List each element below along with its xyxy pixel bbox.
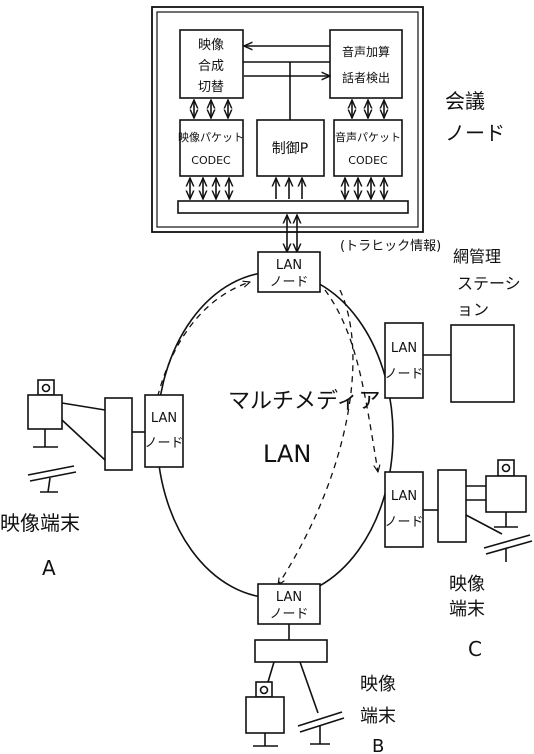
terminal-c-monitor-icon — [486, 476, 526, 512]
terminal-b-label-1: 映像 — [360, 674, 396, 695]
video-combine-text-2: 合成 — [198, 59, 224, 74]
lan-node-c-text-2: ノード — [384, 515, 423, 530]
lan-node-c-text-1: LAN — [391, 489, 417, 504]
terminal-b-monitor-icon — [246, 697, 284, 733]
terminal-a-camera-icon — [38, 380, 54, 395]
lan-node-top-text-1: LAN — [276, 258, 302, 273]
video-packet-codec-box — [180, 120, 243, 176]
video-combine-text-1: 映像 — [198, 38, 224, 53]
video-terminal-c: 映像 端末 C — [423, 460, 532, 661]
audio-add-speaker-detect-box — [330, 30, 402, 98]
terminal-c-microphone-icon — [484, 535, 530, 548]
video-packet-text: 映像パケット — [178, 131, 244, 144]
audio-add-text: 音声加算 — [342, 44, 390, 59]
lan-node-right-c: LAN ノード — [384, 472, 423, 547]
lan-node-bottom-text-2: ノード — [269, 607, 308, 622]
lan-node-left: LAN ノード — [144, 395, 183, 467]
terminal-c-label-2: 端末 — [449, 599, 485, 620]
video-combine-text-3: 切替 — [198, 80, 224, 95]
audio-codec-text: CODEC — [348, 154, 388, 167]
control-processor-text: 制御P — [272, 141, 308, 157]
video-codec-text: CODEC — [191, 154, 231, 167]
nms-label-2: ステーシ — [457, 274, 521, 293]
lan-node-left-text-2: ノード — [144, 436, 183, 451]
audio-packet-text: 音声パケット — [335, 130, 401, 144]
terminal-c-controller — [438, 470, 466, 542]
lan-node-right-text-1: LAN — [391, 341, 417, 356]
network-management-station-box — [451, 325, 514, 402]
terminal-a-letter: A — [42, 556, 56, 580]
nms-label-3: ョン — [457, 300, 489, 319]
dashed-flow-top-to-b — [278, 290, 353, 585]
conference-node-label-1: 会議 — [445, 89, 485, 113]
terminal-c-camera-icon — [498, 460, 514, 476]
terminal-b-letter: B — [372, 736, 384, 754]
terminal-b-controller — [255, 640, 327, 662]
lan-node-right-text-2: ノード — [384, 367, 423, 382]
lan-title-line2: LAN — [263, 440, 311, 468]
nms-label-1: 網管理 — [453, 247, 501, 266]
terminal-c-letter: C — [468, 637, 482, 661]
internal-bus — [178, 201, 408, 213]
lan-node-bottom: LAN ノード — [258, 584, 320, 624]
lan-node-right-nms: LAN ノード — [384, 323, 423, 398]
lan-node-bottom-text-1: LAN — [276, 590, 302, 605]
lan-node-top: LAN ノード — [258, 252, 320, 292]
video-terminal-a: 映像端末 A — [0, 380, 145, 580]
speaker-detect-text: 話者検出 — [342, 70, 390, 85]
terminal-a-controller — [105, 398, 132, 470]
lan-node-left-text-1: LAN — [151, 411, 177, 426]
terminal-b-label-2: 端末 — [360, 706, 396, 727]
terminal-c-label-1: 映像 — [449, 574, 485, 595]
terminal-b-microphone-icon — [298, 712, 342, 726]
terminal-a-label: 映像端末 — [0, 511, 80, 535]
conference-node: 映像 合成 切替 音声加算 話者検出 映像パケット CODEC 制御P 音声パケ… — [152, 7, 423, 232]
lan-title-line1: マルチメディア — [228, 389, 380, 414]
traffic-info-label: (トラヒック情報) — [340, 239, 441, 254]
lan-node-top-text-2: ノード — [269, 275, 308, 290]
lan-ring — [157, 272, 393, 598]
video-terminal-b: 映像 端末 B — [246, 624, 396, 754]
audio-packet-codec-box — [334, 120, 402, 176]
terminal-a-monitor-icon — [28, 395, 62, 429]
conference-node-label-2: ノード — [445, 121, 505, 145]
terminal-b-camera-icon — [256, 682, 272, 697]
